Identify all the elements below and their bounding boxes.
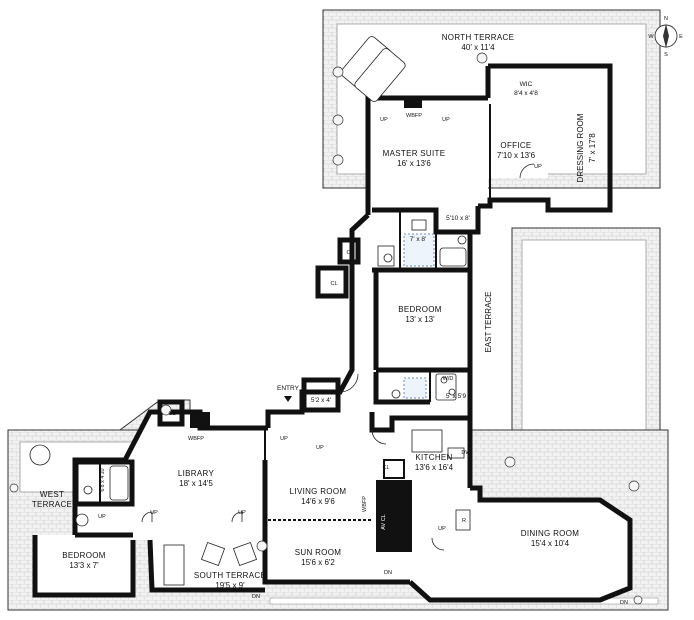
compass-west-label: W [648,34,654,40]
cl-label-1: CL [346,250,353,256]
wic-top-label: WIC [520,81,533,88]
library-label: LIBRARY [178,469,215,478]
kitchen-dim: 13'6 x 16'4 [415,463,454,472]
dining-room-label: DINING ROOM [521,529,579,538]
bedroom-mid-dim: 13' x 13' [405,315,435,324]
kitchen-label: KITCHEN [415,453,452,462]
south-terrace-dim: 19'5 x 9' [215,581,245,590]
door-swings [141,163,535,551]
wic-mid-label: WIC [315,389,328,396]
dining-room-dim: 15'4 x 10'4 [531,539,570,548]
master-wbfp-label: WBFP [406,113,422,119]
east-terrace-label: EAST TERRACE [484,291,493,352]
up-label-4: UP [280,436,288,442]
terrace-furniture [29,36,406,586]
north-terrace-label: NORTH TERRACE [442,33,515,42]
east-terrace-area [511,227,661,491]
north-terrace-dim: 40' x 11'4 [461,43,495,52]
av-closet-label: AV CL [381,514,387,530]
office-dim: 7'10 x 13'6 [497,151,536,160]
up-label-6: UP [150,510,158,516]
up-label-5: UP [316,445,324,451]
dishwasher [447,447,465,459]
refrigerator [455,509,471,531]
dishwasher-label: DW [461,450,471,456]
bath-a-dim: 5'10 x 8' [446,215,470,222]
kitchen-island [411,429,443,453]
master-suite-dim: 16' x 13'6 [397,159,431,168]
washer-dryer-label: W/D [443,376,454,382]
dn-label-2: DN [252,594,260,600]
master-fireplace [404,100,422,108]
compass-east-label: E [679,34,683,40]
up-label-3: UP [534,164,542,170]
dressing-room-dim: 7' x 17'8 [588,133,597,163]
bedroom-mid-label: BEDROOM [398,305,441,314]
up-label-9: UP [438,526,446,532]
planters [9,52,643,605]
dn-label-3: DN [620,600,628,606]
library-wbfp-label: WBFP [188,436,204,442]
library-dim: 18' x 14'5 [179,479,213,488]
bedroom-low-dim: 13'3 x 7' [69,561,99,570]
bedroom-low-label: BEDROOM [62,551,105,560]
living-wbfp-label: WBFP [362,496,368,512]
interior-walls [73,104,491,552]
up-label-8: UP [98,514,106,520]
compass: N S E W [648,16,683,58]
master-suite-label: MASTER SUITE [383,149,446,158]
compass-south-label: S [664,52,668,58]
cl-label-2: CL [330,281,337,287]
up-label-1: UP [380,117,388,123]
bath-b-dim: 7' x 8' [410,236,427,243]
office-label: OFFICE [500,141,531,150]
sun-room-dim: 15'6 x 6'2 [301,558,335,567]
bath-c-dim: 5' x 5'9 [446,393,467,400]
west-terrace-label-2: TERRACE [32,500,72,509]
up-label-7: UP [238,510,246,516]
refrigerator-label: R [462,518,466,524]
cl-label-4: CL [382,465,389,471]
west-terrace-label-1: WEST [40,490,64,499]
entry-arrow-icon [284,396,292,402]
up-label-2: UP [442,117,450,123]
dn-label-1: DN [384,570,392,576]
sun-room-label: SUN ROOM [295,548,341,557]
south-terrace-label: SOUTH TERRACE [194,571,266,580]
bath-d-dim: 6'8 x 4'10 [100,468,106,491]
wic-top-dim: 8'4 x 4'8 [514,90,538,97]
bath-fixtures [83,219,467,501]
dressing-room-label: DRESSING ROOM [576,113,585,182]
entry-label: ENTRY [277,385,300,392]
living-room-label: LIVING ROOM [290,487,347,496]
compass-north-label: N [664,16,668,22]
interior-fill [35,98,630,600]
living-room-dim: 14'6 x 9'6 [301,497,335,506]
cl-label-3: CL [168,411,175,417]
wic-mid-dim: 5'2 x 4' [311,397,331,404]
